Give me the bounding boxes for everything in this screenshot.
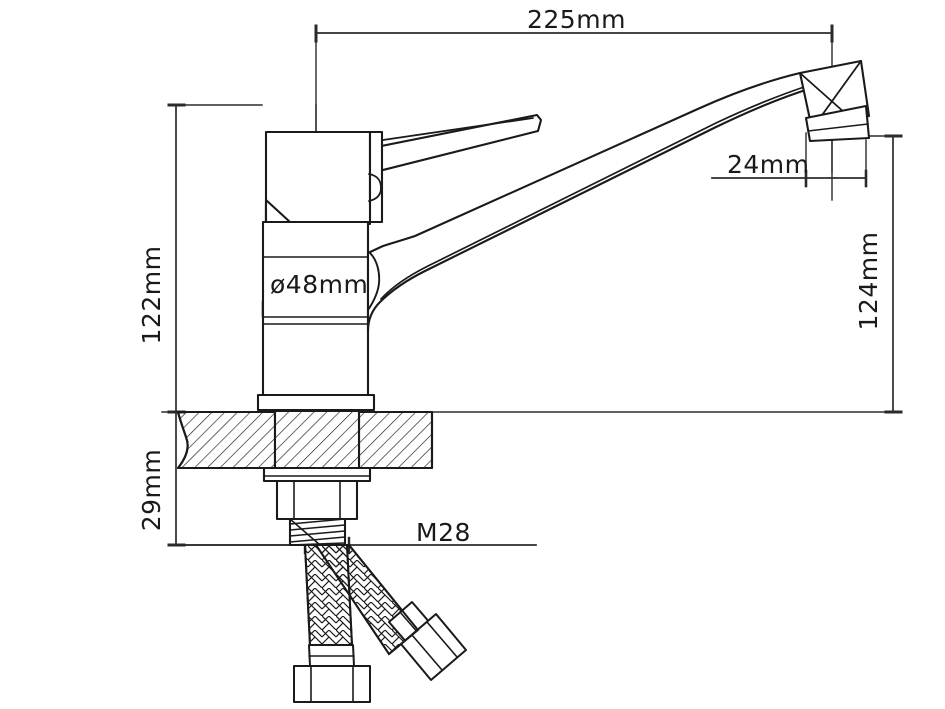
label-body-diameter: ø48mm (270, 270, 368, 299)
base-flange (256, 393, 376, 412)
label-deck-thickness: 29mm (137, 449, 166, 532)
lock-nut (275, 479, 359, 521)
deck-outline-stroke (176, 410, 434, 470)
cartridge-housing (264, 130, 373, 224)
body-cylinder (261, 220, 370, 397)
dimension-outlet (711, 132, 868, 188)
spout-tube (366, 71, 814, 333)
spout-root (367, 252, 381, 311)
under-deck-washer (262, 466, 372, 483)
label-thread-size: M28 (416, 518, 471, 547)
label-spout-reach: 225mm (527, 5, 626, 34)
spout-tube-inner-line (380, 85, 808, 300)
deck-countertop (176, 410, 434, 470)
hose-outline-overlay (303, 544, 420, 656)
aerator-collar-line (807, 123, 869, 132)
label-spout-height: 124mm (854, 232, 883, 331)
lever-pivot-boss (368, 173, 382, 202)
aerator-collar (804, 104, 871, 143)
shank-hatch (275, 412, 359, 468)
label-outlet: 24mm (727, 150, 810, 179)
faucet-outline-group (176, 59, 871, 703)
label-body-height: 122mm (137, 246, 166, 345)
hose-nut-right-face-b (426, 621, 458, 658)
hose-nut-right-face-a (411, 634, 443, 671)
dimension-labels-group: 225mm 122mm ø48mm 24mm 124mm 29mm M28 (137, 5, 883, 547)
hose-nut-left (293, 665, 371, 703)
